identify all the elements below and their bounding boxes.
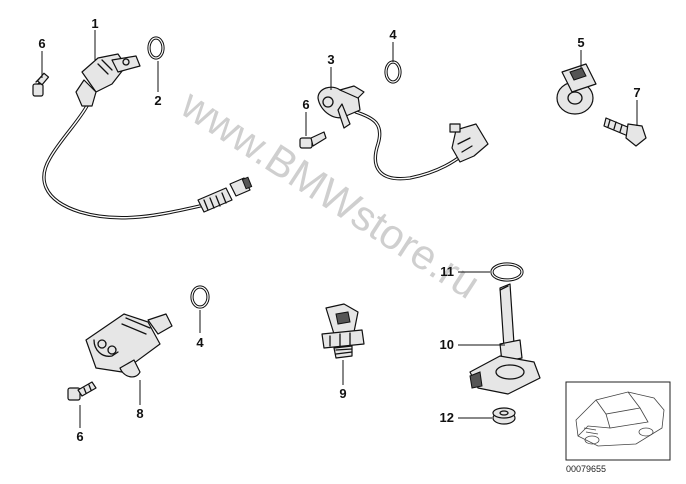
o-ring-icon[interactable] [147, 36, 165, 60]
callout-8: 8 [136, 406, 143, 421]
thumbnail-code: 00079655 [566, 464, 606, 474]
callout-numbers: 1 2 6 3 4 6 5 7 4 8 6 9 11 10 12 [38, 16, 640, 444]
gasket-ring-icon[interactable] [490, 262, 524, 282]
callout-7: 7 [633, 85, 640, 100]
oil-level-sensor-icon[interactable] [469, 283, 541, 395]
knock-sensor-icon[interactable] [556, 63, 597, 115]
pulse-generator-sensor-icon[interactable] [85, 313, 173, 378]
callout-4-top: 4 [389, 27, 397, 42]
nut-icon[interactable] [492, 407, 516, 425]
callout-2: 2 [154, 93, 161, 108]
callout-6-mid: 6 [302, 97, 309, 112]
screw-icon[interactable] [299, 131, 327, 149]
crankshaft-sensor-with-cable-icon[interactable] [42, 53, 253, 220]
o-ring-icon[interactable] [190, 285, 210, 309]
camshaft-sensor-with-cable-icon[interactable] [317, 85, 489, 181]
callout-3: 3 [327, 52, 334, 67]
callout-6-bottom: 6 [76, 429, 83, 444]
callout-9: 9 [339, 386, 346, 401]
callout-1: 1 [91, 16, 98, 31]
callout-12: 12 [440, 410, 454, 425]
o-ring-icon[interactable] [384, 60, 402, 84]
screw-icon[interactable] [32, 72, 50, 97]
pressure-switch-icon[interactable] [321, 303, 365, 359]
callout-6-top: 6 [38, 36, 45, 51]
bolt-icon[interactable] [603, 117, 647, 147]
screw-icon[interactable] [67, 381, 97, 401]
callout-10: 10 [440, 337, 454, 352]
car-thumbnail-icon[interactable]: 00079655 [565, 381, 671, 474]
callout-4-bottom: 4 [196, 335, 204, 350]
callout-5: 5 [577, 35, 584, 50]
callout-11: 11 [440, 264, 454, 279]
leader-lines [41, 30, 638, 428]
